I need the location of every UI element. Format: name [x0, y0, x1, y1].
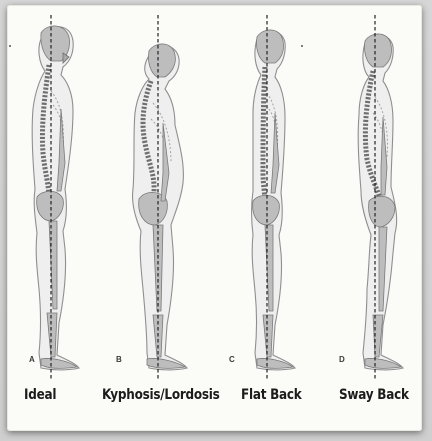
posture-letter-c: C — [229, 355, 235, 364]
posture-letter-a: A — [29, 355, 35, 364]
print-speck — [301, 45, 303, 47]
skeleton-kyphosis-drawing — [113, 13, 217, 383]
skeleton-figure-sway-back — [333, 13, 432, 383]
posture-label-sway-back: Sway Back — [339, 387, 409, 403]
skeleton-flat-back-drawing — [223, 13, 327, 383]
posture-letter-b: B — [116, 355, 122, 364]
posture-letter-d: D — [339, 355, 345, 364]
posture-label-ideal: Ideal — [24, 387, 56, 403]
print-speck — [9, 45, 11, 47]
skeleton-figure-ideal — [7, 13, 111, 383]
skeleton-ideal-drawing — [7, 13, 111, 383]
skeleton-figure-kyphosis-lordosis — [113, 13, 217, 383]
posture-label-flat-back: Flat Back — [241, 387, 302, 403]
skeleton-figure-flat-back — [223, 13, 327, 383]
skeleton-sway-back-drawing — [333, 13, 432, 383]
posture-label-kyphosis-lordosis: Kyphosis/Lordosis — [102, 387, 220, 403]
posture-illustration-card: A B C D Ideal Kyphosis/Lordosis Flat Bac… — [7, 5, 422, 431]
